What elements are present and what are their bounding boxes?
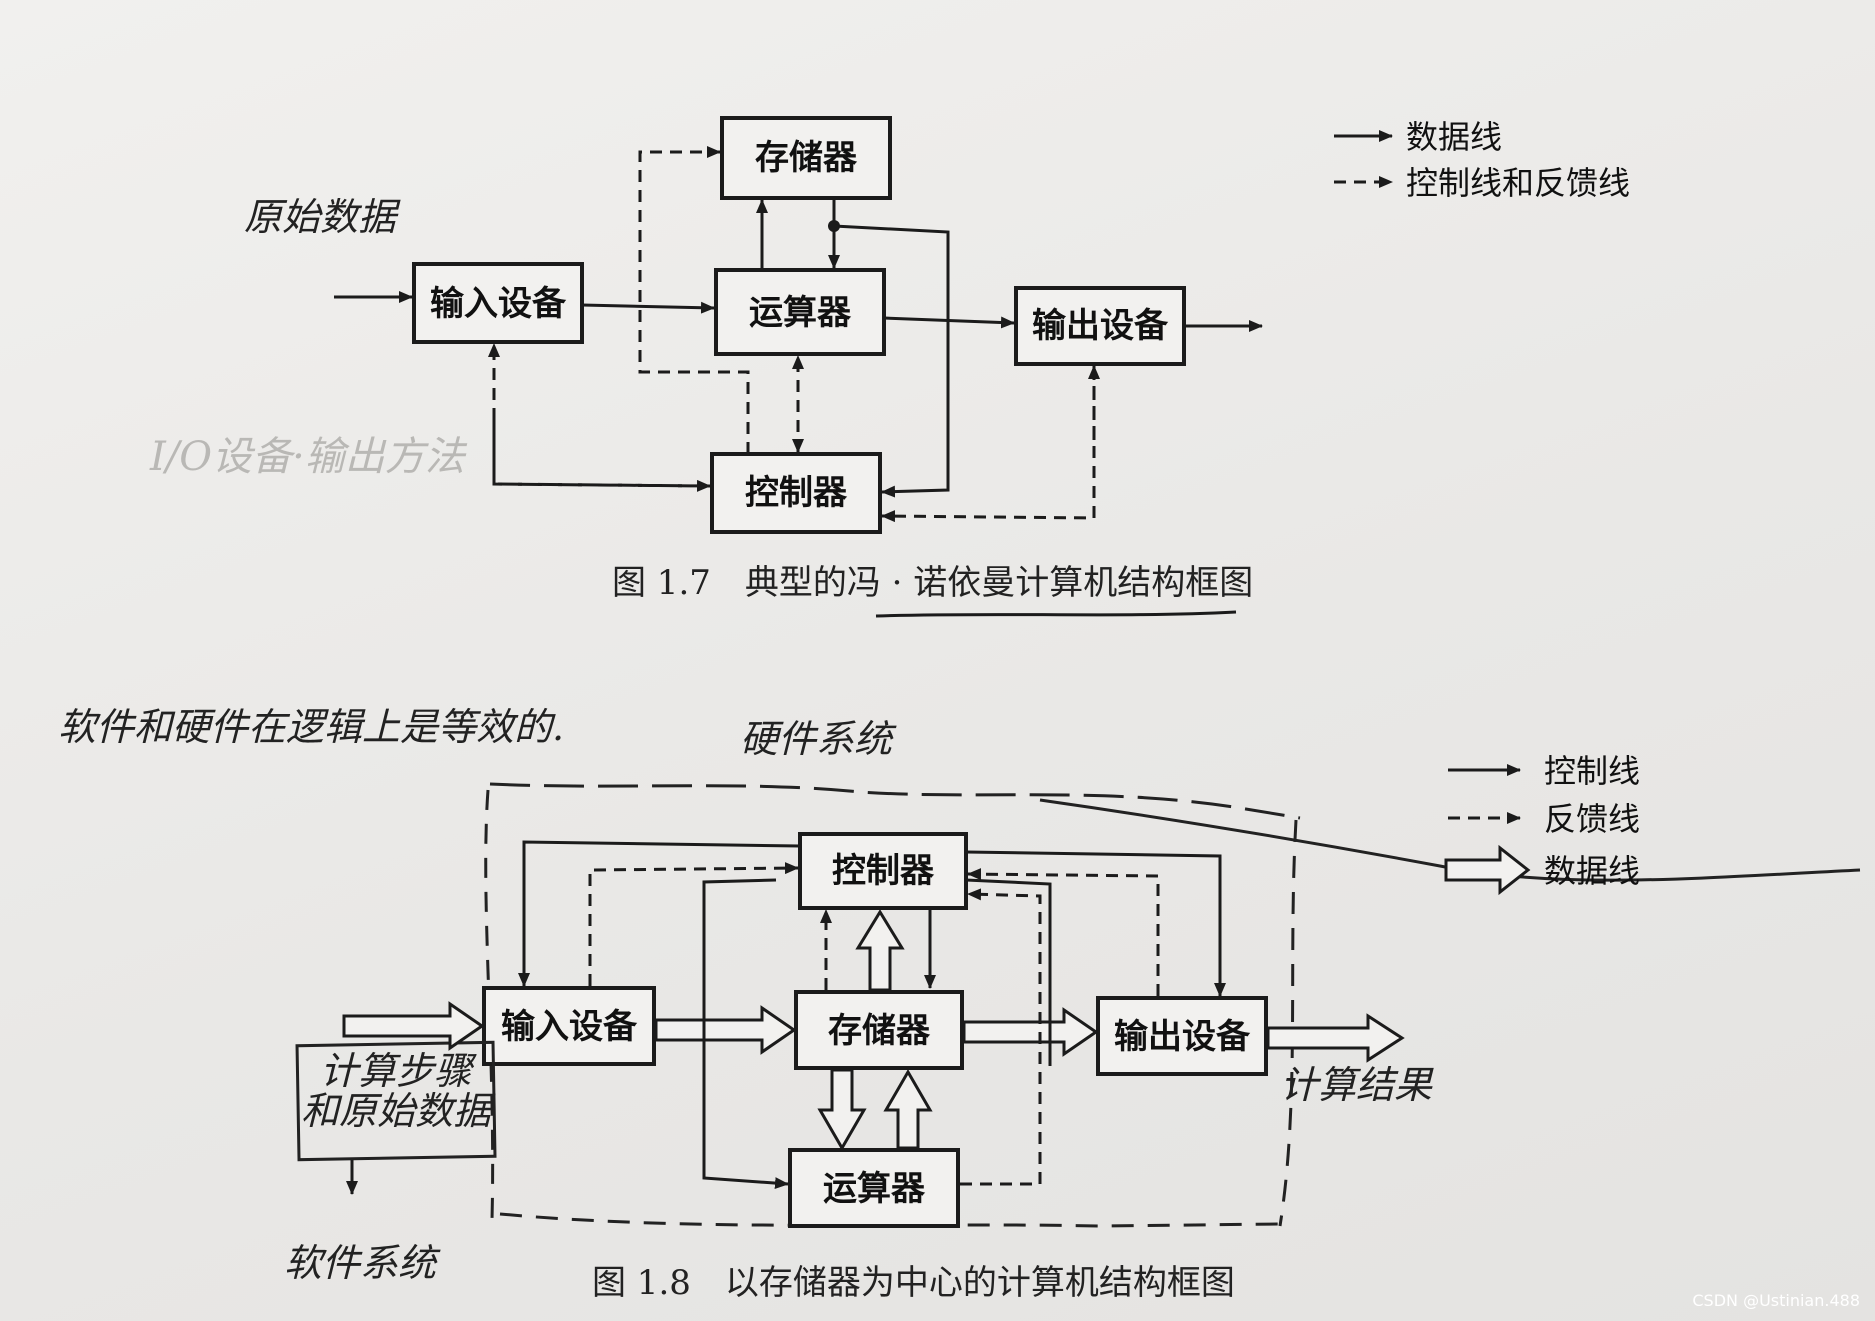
fig8-output-label: 输出设备 xyxy=(1114,1017,1251,1057)
fig8-output-box xyxy=(1096,996,1268,1076)
fig8-alu-label: 运算器 xyxy=(823,1169,926,1209)
fig8-memory-to-alu-data xyxy=(817,1068,867,1151)
fig7-input-box xyxy=(412,262,584,344)
fig7-legend: 数据线 控制线和反馈线 xyxy=(1334,118,1630,202)
fig8-legend-feedback-label: 反馈线 xyxy=(1544,800,1640,838)
fig8-program-line-1: 计算步骤 xyxy=(320,1049,477,1093)
fig8-input-to-memory-data xyxy=(654,1005,797,1055)
fig7-input-label: 输入设备 xyxy=(430,284,567,324)
fig7-memory-label: 存储器 xyxy=(755,138,858,178)
fig8-software-handwriting: 软件系统 xyxy=(284,1241,441,1285)
fig7-control-label: 控制器 xyxy=(745,473,848,513)
fig8-memory-to-output-data xyxy=(962,1007,1099,1057)
fig8-hardware-boundary-top xyxy=(489,782,1301,820)
fig8-legend-control-label: 控制线 xyxy=(1544,752,1640,790)
csdn-watermark: CSDN @Ustinian.488 xyxy=(1692,1291,1860,1310)
fig7-input-to-alu xyxy=(581,301,715,314)
fig8-control-box xyxy=(798,832,968,910)
figure-1-7: 存储器 运算器 输入设备 输出设备 控制器 数据线 控制线和反馈线 xyxy=(244,116,1630,618)
fig8-hardware-handwriting: 硬件系统 xyxy=(740,717,897,761)
fig8-control-to-input xyxy=(518,840,801,987)
fig7-alu-box xyxy=(714,268,886,356)
fig7-memory-to-control xyxy=(833,224,950,498)
fig7-output-to-control xyxy=(881,366,1096,523)
fig7-control-box xyxy=(710,452,882,534)
fig8-program-box xyxy=(295,1040,497,1162)
fig8-legend-data-label: 数据线 xyxy=(1544,852,1640,890)
fig8-legend: 控制线 反馈线 数据线 xyxy=(1444,752,1640,896)
fig7-control-to-memory xyxy=(638,146,750,454)
fig8-caption: 图 1.8 以存储器为中心的计算机结构框图 xyxy=(592,1263,1235,1303)
fig7-alu-to-output xyxy=(883,316,1015,329)
faint-handwriting: I/O设备·输出方法 xyxy=(149,434,468,480)
fig7-legend-data-label: 数据线 xyxy=(1406,118,1502,156)
fig8-alu-to-memory-data xyxy=(883,1069,933,1150)
fig8-hardware-boundary-left xyxy=(484,789,495,1221)
fig8-memory-label: 存储器 xyxy=(828,1011,931,1051)
fig8-legend-data-arrow xyxy=(1444,844,1531,896)
fig7-memory-box xyxy=(720,116,892,200)
fig7-caption-underline xyxy=(875,610,1237,618)
figure-1-8: 软件和硬件在逻辑上是等效的. 硬件系统 软件系统 控制器 输入设备 存储器 输出… xyxy=(58,705,1861,1303)
fig8-logic-handwriting: 软件和硬件在逻辑上是等效的. xyxy=(58,705,564,749)
fig8-result-data xyxy=(1266,1013,1405,1063)
fig8-output-feedback xyxy=(967,868,1160,996)
fig8-input-label: 输入设备 xyxy=(501,1007,638,1047)
fig8-alu-feedback xyxy=(960,888,1042,1186)
fig8-memory-to-control-data xyxy=(855,909,905,992)
fig8-control-to-alu-branch xyxy=(965,878,1052,1066)
fig8-input-feedback xyxy=(588,862,799,986)
fig7-legend-control-label: 控制线和反馈线 xyxy=(1406,164,1630,202)
fig8-alu-box xyxy=(788,1148,960,1228)
fig8-data-into-input xyxy=(342,1001,485,1051)
fig7-caption: 图 1.7 典型的冯 · 诺依曼计算机结构框图 xyxy=(612,563,1253,603)
fig7-input-to-control xyxy=(492,420,711,492)
fig8-wavy-underline xyxy=(1039,798,1861,882)
fig8-control-to-alu xyxy=(702,878,789,1190)
fig8-program-line-2: 和原始数据 xyxy=(301,1089,496,1133)
fig7-alu-label: 运算器 xyxy=(749,293,852,333)
fig7-raw-data-handwriting: 原始数据 xyxy=(244,195,401,239)
fig8-control-label: 控制器 xyxy=(832,851,935,891)
fig8-hardware-boundary-right xyxy=(1278,819,1298,1227)
fig8-memory-box xyxy=(794,990,964,1070)
fig7-output-label: 输出设备 xyxy=(1032,306,1169,346)
fig8-control-to-output xyxy=(965,850,1226,997)
fig8-result-label: 计算结果 xyxy=(1280,1063,1434,1107)
fig7-control-to-input xyxy=(488,343,711,488)
fig8-hardware-boundary-bottom xyxy=(499,1212,1281,1228)
